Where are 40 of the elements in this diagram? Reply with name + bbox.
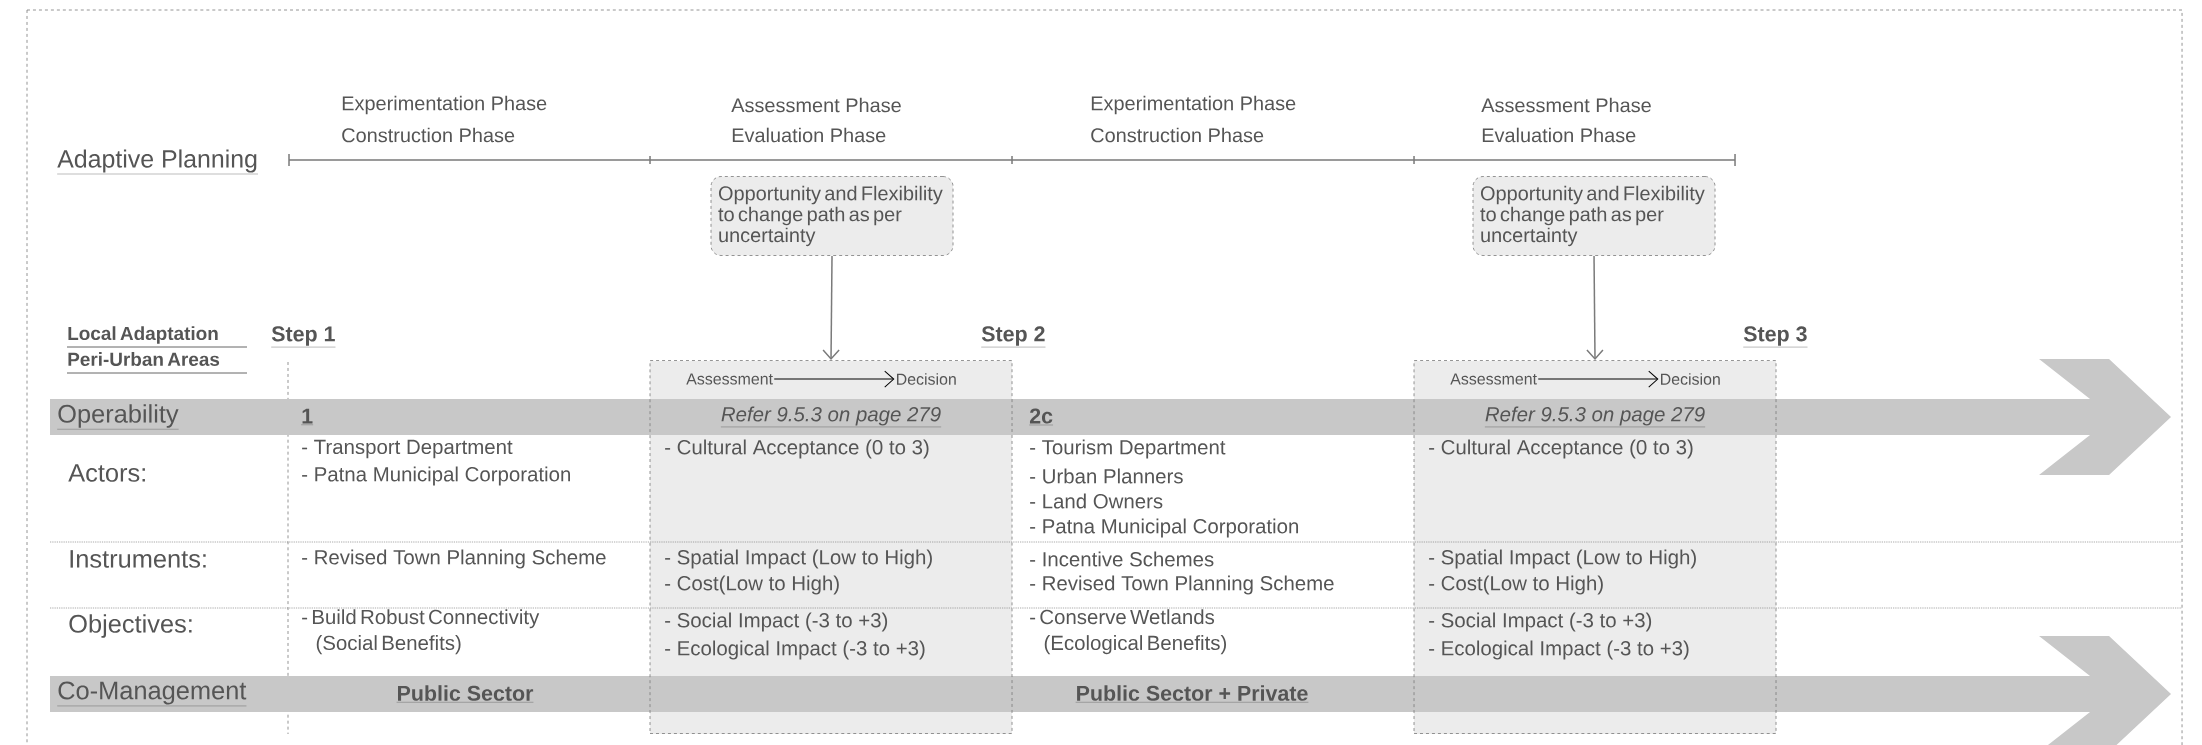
phase-label: Experimentation Phase [342, 95, 547, 115]
row-heading: Actors: [68, 464, 145, 482]
step-text: Decision [1661, 373, 1720, 385]
phase-label: Assessment Phase [731, 97, 901, 113]
row-heading: Adaptive Planning [57, 149, 259, 175]
cell-text: - Incentive Schemes [1030, 551, 1214, 567]
row-heading: Objectives: [69, 614, 192, 638]
arrow [1537, 370, 1659, 388]
band-label: 1 [301, 408, 314, 425]
section-heading: Local Adaptation Peri-Urban Areas [66, 326, 248, 374]
step-text: Decision [897, 373, 956, 385]
note-box: Opportunity and Flexibility to change path as per uncertainty [710, 176, 954, 256]
phase-label: Construction Phase [342, 127, 515, 143]
band-arrow [50, 636, 2172, 745]
band-label: Public Sector [396, 685, 534, 703]
arrow [773, 370, 895, 388]
cell-text: - Revised Town Planning Scheme [302, 549, 606, 569]
band-label: Operability [57, 404, 179, 430]
band-label: Co-Management [57, 681, 247, 707]
band-label: 2c [1029, 408, 1054, 426]
note-box: Opportunity and Flexibility to change path as per uncertainty [1472, 176, 1716, 256]
cell-text: - Conserve Wetlands (Ecological Benefits) [1030, 609, 1226, 655]
arrow [1586, 255, 1604, 361]
step-text: Assessment [1450, 373, 1537, 385]
cell-text: - Build Robust Connectivity (Social Benefits) [302, 609, 540, 655]
cell-text: - Urban Planners [1030, 468, 1183, 484]
cell-text: - Revised Town Planning Scheme [1030, 575, 1334, 595]
row-heading: Instruments: [70, 550, 206, 568]
cell-text: - Transport Department [302, 439, 513, 459]
phase-label: Experimentation Phase [1091, 95, 1296, 115]
phase-label: Evaluation Phase [1482, 127, 1636, 143]
band-label: Public Sector + Private [1075, 685, 1309, 703]
step-text: Assessment [686, 373, 773, 385]
cell-text: - Patna Municipal Corporation [302, 466, 570, 486]
cell-text: - Patna Municipal Corporation [1030, 518, 1298, 538]
cell-text: - Tourism Department [1030, 439, 1226, 459]
phase-label: Assessment Phase [1481, 97, 1651, 113]
phase-label: Evaluation Phase [732, 127, 886, 143]
phase-label: Construction Phase [1091, 127, 1264, 143]
arrow [822, 255, 840, 361]
